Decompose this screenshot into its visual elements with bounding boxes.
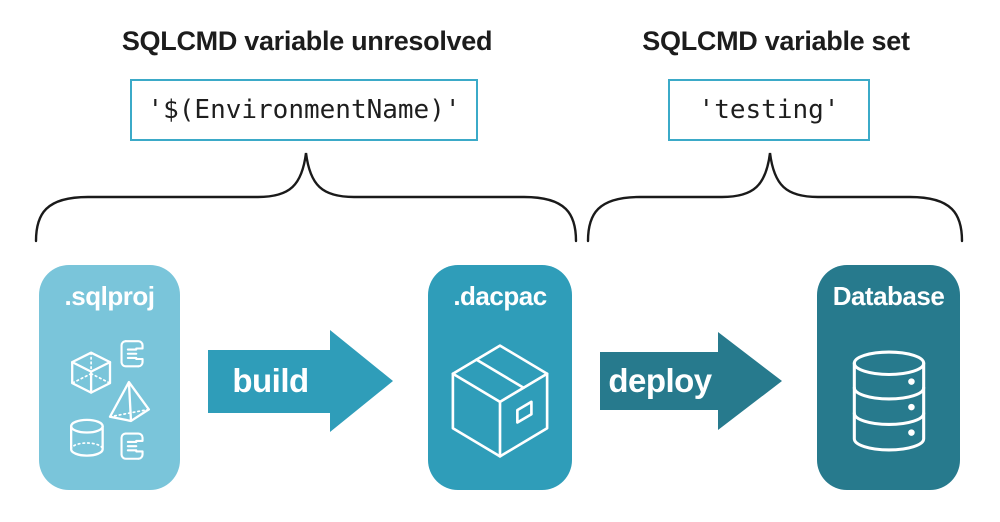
value-environment-name: '$(EnvironmentName)' <box>147 95 461 125</box>
node-sqlproj-icons <box>39 312 180 490</box>
cube-icon <box>70 351 111 394</box>
heading-sqlcmd-set: SQLCMD variable set <box>642 26 910 56</box>
package-icon <box>451 344 549 458</box>
node-dacpac-label: .dacpac <box>453 281 547 311</box>
value-box-environment-name: '$(EnvironmentName)' <box>130 79 478 141</box>
deploy-arrow-label: deploy <box>608 362 712 399</box>
brace-right-icon <box>586 152 964 243</box>
cylinder-icon <box>69 418 104 457</box>
node-database: Database <box>817 265 960 490</box>
node-sqlproj: .sqlproj <box>39 265 180 490</box>
heading-sqlcmd-unresolved: SQLCMD variable unresolved <box>121 26 493 56</box>
pyramid-icon <box>108 380 150 423</box>
scroll-icon <box>120 432 144 460</box>
node-dacpac-icon-wrap <box>428 312 572 490</box>
value-box-testing: 'testing' <box>668 79 870 141</box>
node-dacpac: .dacpac <box>428 265 572 490</box>
database-icon <box>852 350 925 452</box>
value-testing: 'testing' <box>698 95 840 125</box>
build-arrow-label: build <box>232 362 309 399</box>
brace-left-icon <box>34 152 578 243</box>
scroll-icon <box>120 340 144 368</box>
node-database-label: Database <box>832 281 945 311</box>
node-database-icon-wrap <box>817 312 960 490</box>
node-sqlproj-label: .sqlproj <box>64 281 155 311</box>
deploy-arrow: deploy <box>600 332 782 430</box>
sql-project-objects-icon <box>69 340 150 460</box>
build-arrow: build <box>208 330 393 432</box>
